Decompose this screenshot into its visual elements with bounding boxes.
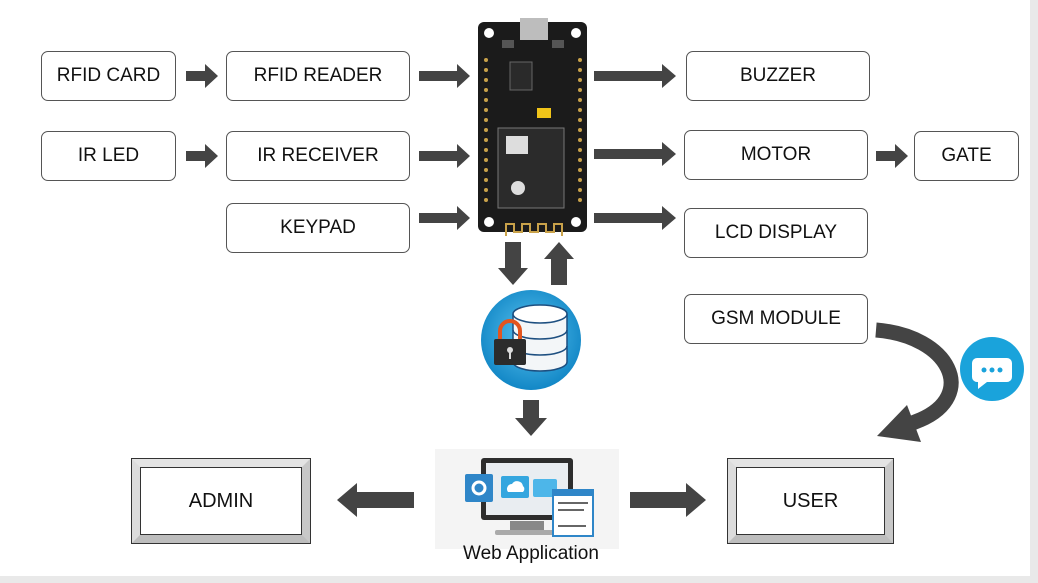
admin-label: ADMIN	[188, 489, 254, 512]
arrow-webapp-to-admin	[337, 483, 414, 517]
buzzer-box: BUZZER	[686, 51, 870, 101]
chat-bubble-icon	[960, 337, 1024, 401]
lcd-display-box: LCD DISPLAY	[684, 208, 868, 258]
arrow-database-to-board	[544, 242, 574, 285]
rfid-reader-label: RFID READER	[253, 65, 383, 86]
rfid-reader-box: RFID READER	[226, 51, 410, 101]
secure-database-icon	[481, 290, 581, 390]
ir-receiver-box: IR RECEIVER	[226, 131, 410, 181]
arrow-ir-receiver-to-board	[419, 144, 470, 168]
ir-led-box: IR LED	[41, 131, 176, 181]
arrows-right-outputs	[594, 64, 908, 230]
arrow-board-to-buzzer	[594, 64, 676, 88]
arrow-ir-led-to-receiver	[186, 144, 218, 168]
arrow-board-to-database	[498, 242, 528, 285]
motor-box: MOTOR	[684, 130, 868, 180]
arrow-gsm-to-user	[875, 322, 959, 442]
ir-led-label: IR LED	[77, 145, 140, 166]
gate-box: GATE	[914, 131, 1019, 181]
user-box: USER	[727, 458, 894, 544]
motor-label: MOTOR	[740, 144, 812, 165]
arrow-database-to-webapp	[515, 400, 547, 436]
gsm-module-label: GSM MODULE	[711, 308, 841, 329]
microcontroller-board	[478, 18, 587, 236]
ir-receiver-label: IR RECEIVER	[257, 145, 379, 166]
arrow-board-to-lcd	[594, 206, 676, 230]
user-label: USER	[782, 489, 839, 512]
rfid-card-label: RFID CARD	[56, 65, 161, 86]
admin-box: ADMIN	[131, 458, 311, 544]
arrow-motor-to-gate	[876, 144, 908, 168]
arrows-left-inputs	[186, 64, 470, 230]
arrow-keypad-to-board	[419, 206, 470, 230]
web-application-caption: Web Application	[463, 543, 599, 564]
arrow-board-to-motor	[594, 142, 676, 166]
rfid-card-box: RFID CARD	[41, 51, 176, 101]
lcd-display-label: LCD DISPLAY	[714, 222, 838, 243]
arrow-rfid-reader-to-board	[419, 64, 470, 88]
keypad-label: KEYPAD	[280, 217, 356, 238]
gsm-module-box: GSM MODULE	[684, 294, 868, 344]
arrow-rfid-card-to-reader	[186, 64, 218, 88]
keypad-box: KEYPAD	[226, 203, 410, 253]
web-application-icon	[435, 449, 619, 549]
arrow-webapp-to-user	[630, 483, 706, 517]
gate-label: GATE	[941, 145, 992, 166]
buzzer-label: BUZZER	[740, 65, 816, 86]
